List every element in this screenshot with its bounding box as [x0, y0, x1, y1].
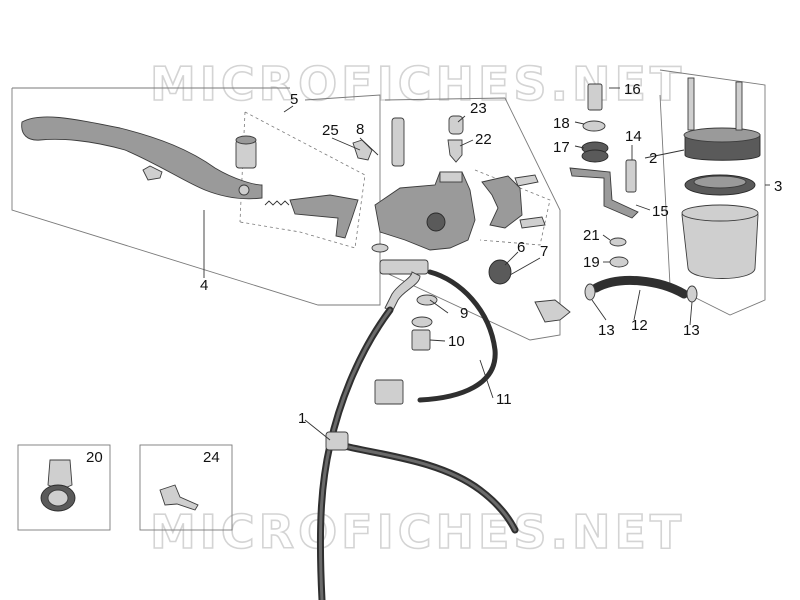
small-screw-25 — [352, 139, 373, 161]
callout-3: 3 — [774, 178, 782, 195]
callout-11: 11 — [496, 391, 512, 408]
callout-25: 25 — [322, 122, 339, 139]
pivot-pin — [391, 117, 405, 167]
lever-bolt — [142, 165, 163, 181]
reservoir-cap — [683, 127, 761, 161]
bracket-screw-14 — [625, 159, 637, 193]
kit-24-box — [139, 444, 233, 531]
master-cylinder-frame — [379, 97, 561, 341]
washer-18 — [582, 120, 606, 132]
reservoir-diaphragm — [684, 174, 756, 196]
callout-23: 23 — [470, 100, 487, 117]
callout-16: 16 — [624, 81, 641, 98]
screw-16 — [587, 83, 603, 111]
reservoir-body — [681, 204, 759, 279]
callout-10: 10 — [448, 333, 465, 350]
callout-22: 22 — [475, 131, 492, 148]
callout-18: 18 — [553, 115, 570, 132]
callout-14: 14 — [625, 128, 642, 145]
callout-4: 4 — [200, 277, 208, 294]
watermark-bottom: MICROFICHES.NET — [150, 505, 685, 559]
kit-20-box — [17, 444, 111, 531]
lever-spring — [264, 200, 290, 206]
switch-cable-11 — [374, 269, 498, 405]
callout-9: 9 — [460, 305, 468, 322]
hose-clamps-13 — [584, 283, 698, 303]
copper-washers — [411, 294, 438, 328]
brake-hose-1 — [316, 306, 519, 600]
callout-19: 19 — [583, 254, 600, 271]
callout-labels: 1 2 3 4 5 6 7 8 9 10 11 12 13 13 14 15 1… — [86, 81, 782, 466]
callout-2: 2 — [649, 150, 657, 167]
kit-24-screw — [159, 484, 199, 511]
lever-assembly-frame — [11, 87, 381, 306]
banjo-bolt — [411, 329, 431, 351]
clamp-screws — [514, 174, 546, 229]
reservoir-bracket — [569, 167, 639, 219]
handlebar-clamp — [481, 175, 523, 229]
leader-lines — [203, 87, 770, 441]
callout-21: 21 — [583, 227, 600, 244]
brake-lever — [21, 116, 263, 200]
callout-7: 7 — [540, 243, 548, 260]
callout-13-right: 13 — [683, 322, 700, 339]
callout-17: 17 — [553, 139, 570, 156]
callout-5: 5 — [290, 91, 298, 108]
kit-20-part — [40, 459, 76, 512]
banjo-fitting — [379, 259, 429, 313]
callout-6: 6 — [517, 239, 525, 256]
bleed-cap-23 — [448, 115, 464, 135]
washer-21 — [609, 237, 627, 247]
adjuster-bracket — [289, 194, 359, 239]
callout-20: 20 — [86, 449, 103, 466]
callout-24: 24 — [203, 449, 220, 466]
bleed-valve-22 — [447, 139, 463, 163]
reservoir-screws — [687, 77, 743, 131]
callout-8: 8 — [356, 121, 364, 138]
lever-pivot-bushing — [235, 135, 257, 169]
rubber-boot — [488, 259, 512, 285]
watermark-top: MICROFICHES.NET — [150, 57, 685, 111]
callout-15: 15 — [652, 203, 669, 220]
callout-13-left: 13 — [598, 322, 615, 339]
reservoir-hose-12 — [591, 275, 689, 299]
grommet-17 — [581, 141, 609, 163]
small-washer — [371, 243, 389, 253]
master-cylinder-body — [374, 171, 476, 251]
brake-light-switch — [534, 299, 571, 323]
callout-1: 1 — [298, 410, 306, 427]
nut-19 — [609, 256, 629, 268]
reservoir-assembly-frame — [659, 69, 766, 316]
callout-12: 12 — [631, 317, 648, 334]
